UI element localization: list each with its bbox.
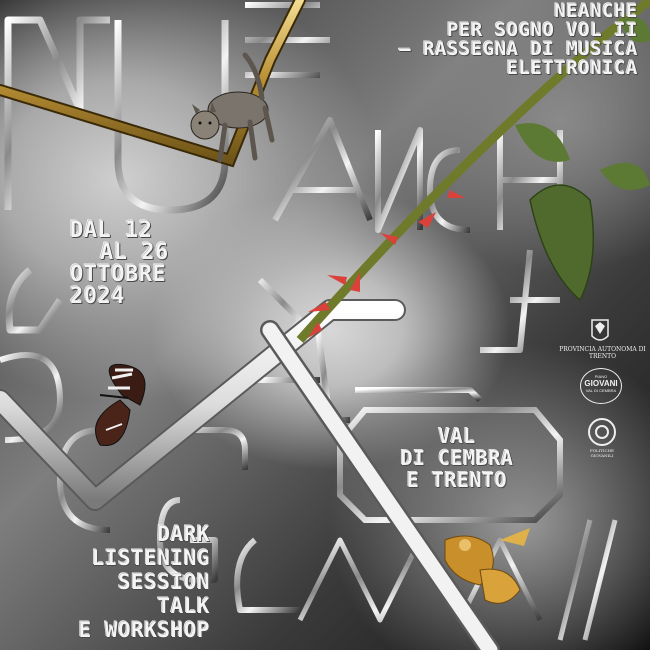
giovani-label: GIOVANI [584, 379, 618, 388]
white-tubes [0, 299, 500, 650]
piano-giovani-logo: PIANO GIOVANI VAL DI CEMBRA [580, 368, 622, 404]
leaf [515, 123, 570, 162]
title-line: PER SOGNO VOL II [446, 19, 638, 41]
politiche-logo-icon [588, 418, 616, 446]
date-line: OTTOBRE [70, 262, 167, 287]
province-logo-label: PROVINCIA AUTONOMA DI TRENTO [559, 346, 646, 360]
event-title: NEANCHE PER SOGNO VOL II – RASSEGNA DI M… [399, 2, 638, 78]
program-line: LISTENING [91, 546, 210, 570]
program-line: SESSION [117, 570, 210, 594]
venue-frame [337, 407, 563, 523]
butterfly-illustration [95, 363, 146, 447]
date-line: AL 26 [100, 240, 169, 265]
venue-line: DI CEMBRA [400, 446, 514, 470]
program-line: DARK [157, 522, 210, 546]
venue-line: VAL [438, 424, 476, 448]
program-line: E WORKSHOP [78, 618, 210, 642]
date-line: DAL 12 [70, 218, 153, 243]
date-line: 2024 [70, 284, 125, 309]
giovani-sub-label: VAL DI CEMBRA [585, 388, 617, 393]
rose-stem [296, 0, 650, 343]
province-crest-icon [591, 319, 609, 341]
leaf [529, 184, 595, 302]
leaf [600, 162, 650, 190]
event-dates: DAL 12 AL 26 OTTOBRE 2024 [70, 220, 169, 308]
venue-line: E TRENTO [406, 468, 508, 492]
title-line: – RASSEGNA DI MUSICA [399, 38, 638, 60]
event-venue: VAL DI CEMBRA E TRENTO [382, 425, 532, 491]
program-line: TALK [157, 594, 210, 618]
event-program: DARK LISTENING SESSION TALK E WORKSHOP [0, 522, 210, 642]
title-line: ELETTRONICA [506, 57, 638, 79]
title-line: NEANCHE [554, 0, 638, 22]
politiche-logo-label: POLITICHE GIOVANILI [590, 448, 614, 458]
golden-figures-illustration [444, 528, 530, 604]
cat-illustration [190, 52, 275, 163]
giovani-small-label: PIANO [594, 374, 608, 379]
leaf [620, 17, 650, 43]
